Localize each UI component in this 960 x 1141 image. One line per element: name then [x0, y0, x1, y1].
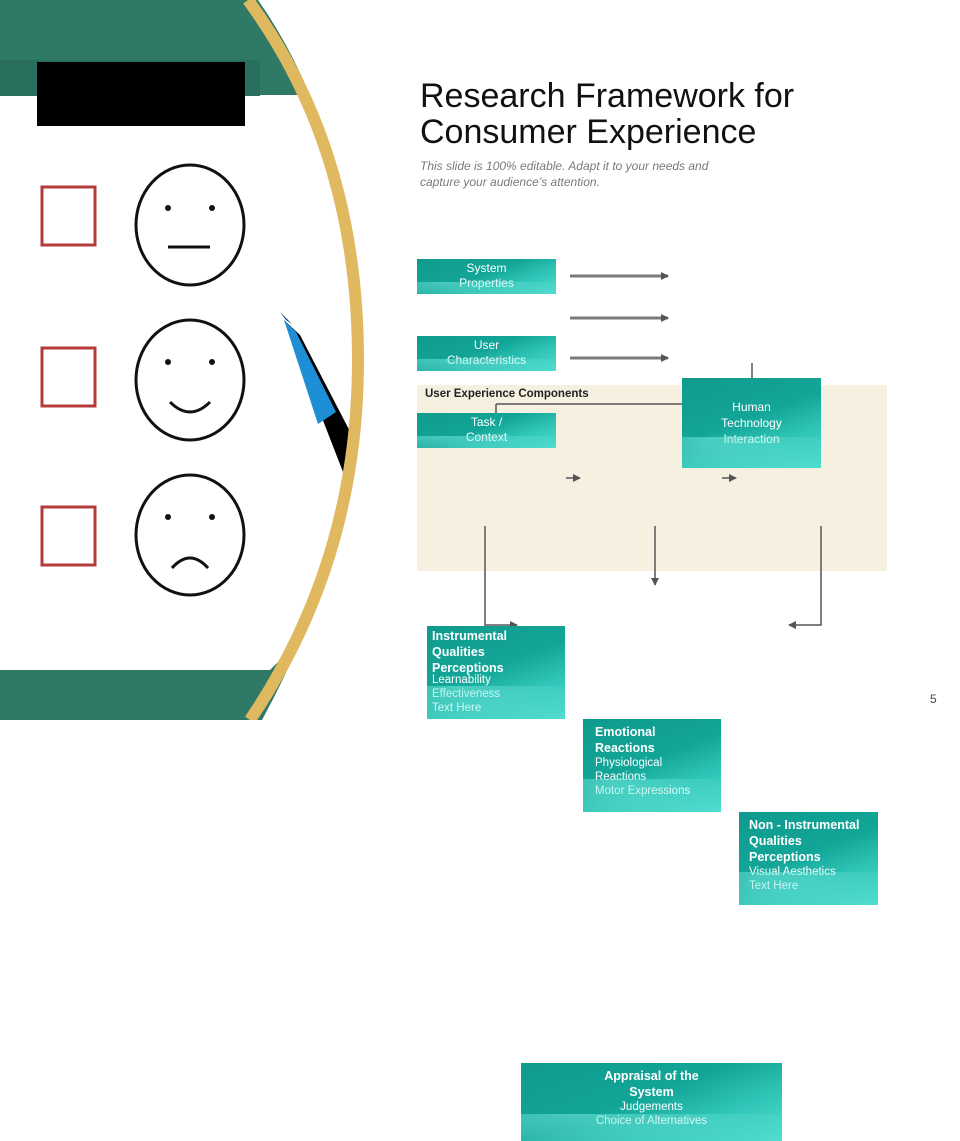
instrumental-items: Learnability Effectiveness Text Here	[432, 674, 501, 714]
noninstrumental-title: Non - Instrumental Qualities Perceptions	[749, 818, 860, 864]
component-noninstrumental: Non - Instrumental Qualities Perceptions…	[739, 812, 878, 905]
title-line-2: Consumer Experience	[420, 113, 757, 151]
arrow-noninstrumental-to-appraisal	[788, 526, 822, 629]
slide-subtitle: This slide is 100% editable. Adapt it to…	[420, 158, 780, 190]
subtitle-line-1: This slide is 100% editable. Adapt it to…	[420, 159, 709, 173]
feedback-illustration	[0, 0, 380, 720]
subtitle-line-2: capture your audience’s attention.	[420, 175, 600, 189]
input-user-characteristics: User Characteristics	[417, 336, 556, 371]
component-emotional: Emotional Reactions Physiological Reacti…	[583, 719, 721, 812]
arrow-instrumental-to-appraisal	[484, 526, 518, 629]
hti-box: Human Technology Interaction	[682, 378, 821, 468]
input-task-context: Task / Context	[417, 413, 556, 448]
noninstrumental-items: Visual Aesthetics Text Here	[749, 866, 836, 892]
appraisal-title: Appraisal of the System	[604, 1069, 699, 1099]
page-number: 5	[930, 692, 937, 706]
ux-components-label: User Experience Components	[425, 388, 589, 400]
emotional-title: Emotional Reactions	[595, 725, 656, 755]
input-system-properties: System Properties	[417, 259, 556, 294]
slide-title: Research Framework for Consumer Experien…	[420, 78, 920, 150]
emotional-items: Physiological Reactions Motor Expression…	[595, 757, 691, 797]
appraisal-box: Appraisal of the System Judgements Choic…	[521, 1063, 782, 1141]
component-instrumental: Instrumental Qualities Perceptions Learn…	[427, 626, 565, 719]
title-line-1: Research Framework for	[420, 77, 795, 115]
appraisal-items: Judgements Choice of Alternatives	[595, 1101, 708, 1127]
instrumental-title: Instrumental Qualities Perceptions	[432, 629, 508, 675]
